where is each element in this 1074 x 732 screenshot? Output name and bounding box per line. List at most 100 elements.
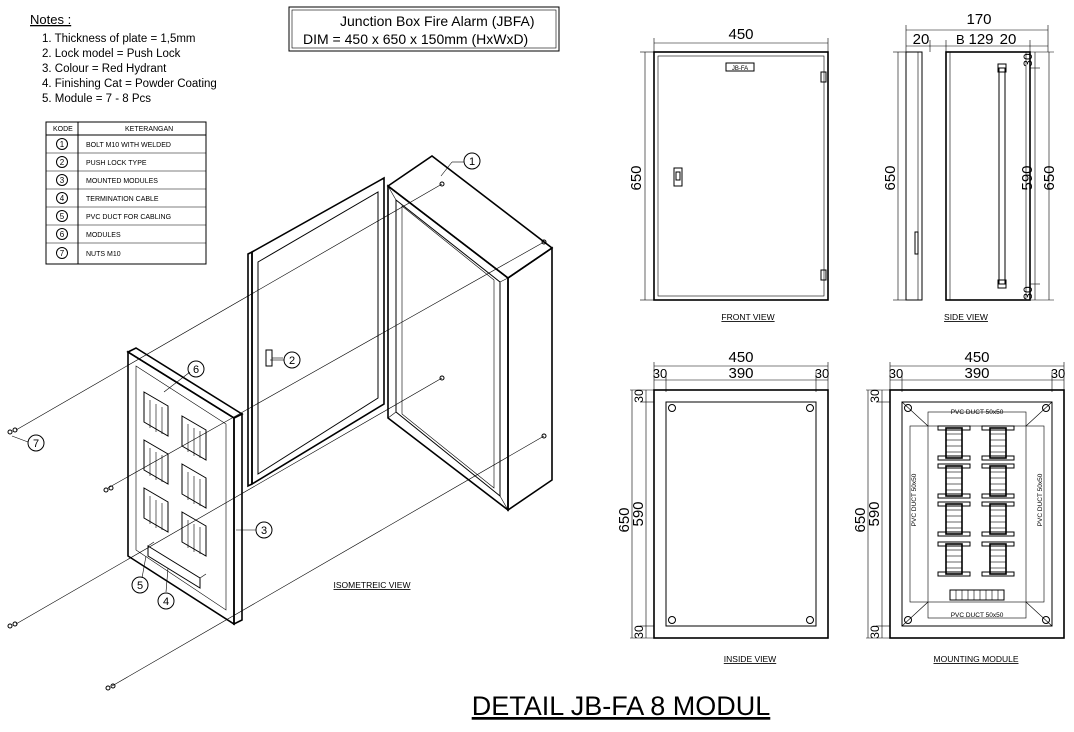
nut-icon: [7, 621, 18, 629]
side-outer-dim: 650: [1041, 165, 1058, 190]
note-4: 4. Finishing Cat = Powder Coating: [42, 78, 217, 90]
note-1: 1. Thickness of plate = 1,5mm: [42, 33, 196, 45]
pvc-duct-left: [909, 425, 929, 603]
inside-m3-dim: 30: [632, 389, 646, 403]
svg-text:1: 1: [469, 156, 475, 168]
iso-door: [247, 176, 385, 488]
pvc-duct-top: [927, 411, 1027, 427]
front-height-dim: 650: [628, 165, 645, 190]
legend-code-5: 5: [60, 212, 65, 221]
main-title: DETAIL JB-FA 8 MODUL: [472, 691, 771, 721]
legend-desc-3: MOUNTED MODULES: [86, 178, 158, 185]
bolt-icon: [806, 616, 814, 624]
push-lock-icon: [673, 167, 683, 187]
inside-width-dim: 450: [728, 349, 753, 366]
title-box-line1: Junction Box Fire Alarm (JBFA): [340, 13, 535, 29]
mounting-m1-dim: 30: [889, 366, 903, 381]
svg-text:6: 6: [193, 364, 199, 376]
inside-view-caption: INSIDE VIEW: [724, 654, 776, 664]
nut-icon: [105, 683, 116, 691]
bolt-icon: [668, 616, 676, 624]
terminal-module: [937, 463, 971, 499]
bolt-icon: [904, 404, 912, 412]
legend-row: 4 TERMINATION CABLE: [56, 192, 159, 204]
legend-desc-1: BOLT M10 WITH WELDED: [86, 142, 171, 149]
callout-4: 4: [157, 567, 175, 610]
duct-left-label: PVC DUCT 50x50: [911, 473, 918, 526]
side-bottom-margin-dim: 30: [1021, 286, 1035, 300]
inside-m1-dim: 30: [653, 366, 667, 381]
front-view: 450 650 JB-FA FRONT VIEW: [628, 26, 829, 322]
side-height-dim: 650: [882, 165, 899, 190]
terminal-module: [937, 425, 971, 461]
title-box: Junction Box Fire Alarm (JBFA) DIM = 450…: [288, 6, 560, 52]
legend-code-2: 2: [60, 158, 65, 167]
side-view-caption: SIDE VIEW: [944, 312, 988, 322]
mounting-inner-w-dim: 390: [964, 365, 989, 382]
iso-module: [143, 439, 169, 485]
bolt-icon: [541, 239, 547, 245]
callout-1: 1: [440, 152, 481, 177]
note-2: 2. Lock model = Push Lock: [42, 48, 181, 60]
inside-height-dim: 650: [616, 507, 633, 532]
mounting-view-caption: MOUNTING MODULE: [934, 654, 1019, 664]
nut-icon: [7, 427, 18, 435]
terminal-module: [937, 501, 971, 537]
legend-header-desc: KETERANGAN: [125, 126, 173, 133]
isometric-view: 1 2 3 4 5 6 7: [7, 152, 554, 691]
bolt-icon: [806, 404, 814, 412]
hinge-icon: [820, 71, 827, 83]
inside-m2-dim: 30: [815, 366, 829, 381]
terminal-module: [981, 501, 1015, 537]
iso-module: [181, 511, 207, 557]
legend-row: 2 PUSH LOCK TYPE: [56, 156, 147, 168]
bolt-icon: [1042, 616, 1050, 624]
terminal-module: [981, 463, 1015, 499]
iso-module: [181, 415, 207, 461]
mounting-height-dim: 650: [852, 507, 869, 532]
legend-row: 1 BOLT M10 WITH WELDED: [56, 138, 171, 150]
mounting-width-dim: 450: [964, 349, 989, 366]
side-d2-dim: 129: [968, 31, 993, 48]
duct-bottom-label: PVC DUCT 50x50: [951, 612, 1004, 619]
bolt-icon: [1042, 404, 1050, 412]
callout-6: 6: [163, 360, 205, 393]
legend-desc-4: TERMINATION CABLE: [86, 196, 159, 203]
door-side-profile: [905, 51, 923, 301]
bolt-icon: [668, 404, 676, 412]
legend-row: 5 PVC DUCT FOR CABLING: [56, 210, 171, 222]
callout-2: 2: [270, 351, 301, 369]
callout-5: 5: [131, 555, 149, 594]
note-3: 3. Colour = Red Hydrant: [42, 63, 167, 75]
duct-right-label: PVC DUCT 50x50: [1037, 473, 1044, 526]
bolt-icon: [439, 375, 445, 381]
push-lock-icon: [265, 349, 273, 367]
legend-desc-7: NUTS M10: [86, 251, 121, 258]
side-mark: B: [956, 32, 965, 47]
pvc-duct-bottom: [927, 601, 1027, 619]
terminal-module: [981, 541, 1015, 577]
hinge-icon: [820, 269, 827, 281]
side-d3-dim: 20: [1000, 31, 1017, 48]
svg-text:5: 5: [137, 580, 143, 592]
mounting-inner-h-dim: 590: [866, 501, 883, 526]
legend-row: 3 MOUNTED MODULES: [56, 174, 158, 186]
bolt-icon: [541, 433, 547, 439]
iso-module: [143, 391, 169, 437]
legend-header-code: KODE: [53, 126, 73, 133]
iso-module: [143, 487, 169, 533]
duct-top-label: PVC DUCT 50x50: [951, 409, 1004, 416]
box-side-profile: [945, 51, 1031, 301]
side-top-margin-dim: 30: [1021, 53, 1035, 67]
callout-3: 3: [236, 521, 273, 539]
note-5: 5. Module = 7 - 8 Pcs: [42, 93, 151, 105]
legend-code-4: 4: [60, 194, 65, 203]
terminal-module: [981, 425, 1015, 461]
front-view-caption: FRONT VIEW: [721, 312, 774, 322]
svg-text:3: 3: [261, 525, 267, 537]
legend-desc-6: MODULES: [86, 232, 121, 239]
title-box-line2: DIM = 450 x 650 x 150mm (HxWxD): [303, 31, 528, 47]
legend-code-3: 3: [60, 176, 65, 185]
side-d1-dim: 20: [913, 31, 930, 48]
